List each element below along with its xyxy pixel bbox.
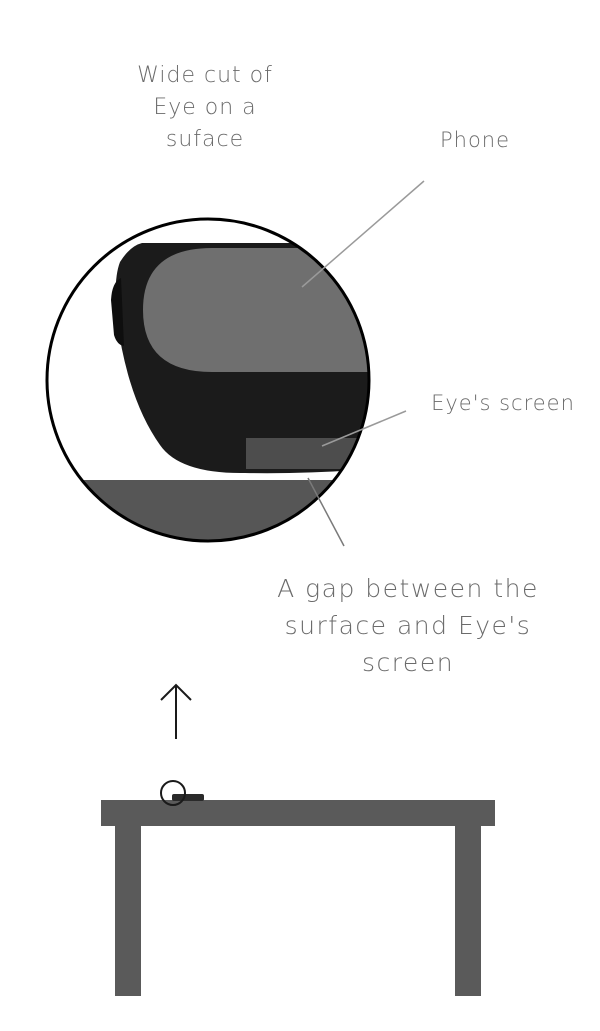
arrow-up-icon bbox=[160, 683, 192, 739]
phone-on-table bbox=[160, 780, 204, 806]
table-top bbox=[101, 800, 495, 826]
table-leg-right bbox=[455, 826, 481, 996]
phone-screen bbox=[143, 248, 369, 372]
small-phone bbox=[172, 794, 204, 801]
table-leg-left bbox=[115, 826, 141, 996]
phone-side-button bbox=[111, 278, 124, 346]
eye-screen-leader-line bbox=[321, 410, 407, 447]
table bbox=[101, 800, 495, 996]
eye-screen-label: Eye's screen bbox=[431, 391, 575, 415]
phone-leader-line bbox=[301, 180, 425, 288]
small-zoom-circle bbox=[160, 780, 186, 806]
eye-screen bbox=[246, 438, 360, 469]
gap-leader-line bbox=[307, 477, 345, 547]
diagram-title: Wide cut of Eye on a suface bbox=[137, 63, 273, 152]
phone-label: Phone bbox=[439, 128, 511, 152]
gap-label: A gap between the surface and Eye's scre… bbox=[277, 574, 539, 677]
zoom-circle-outline bbox=[45, 217, 371, 543]
zoom-cutaway bbox=[45, 217, 371, 543]
